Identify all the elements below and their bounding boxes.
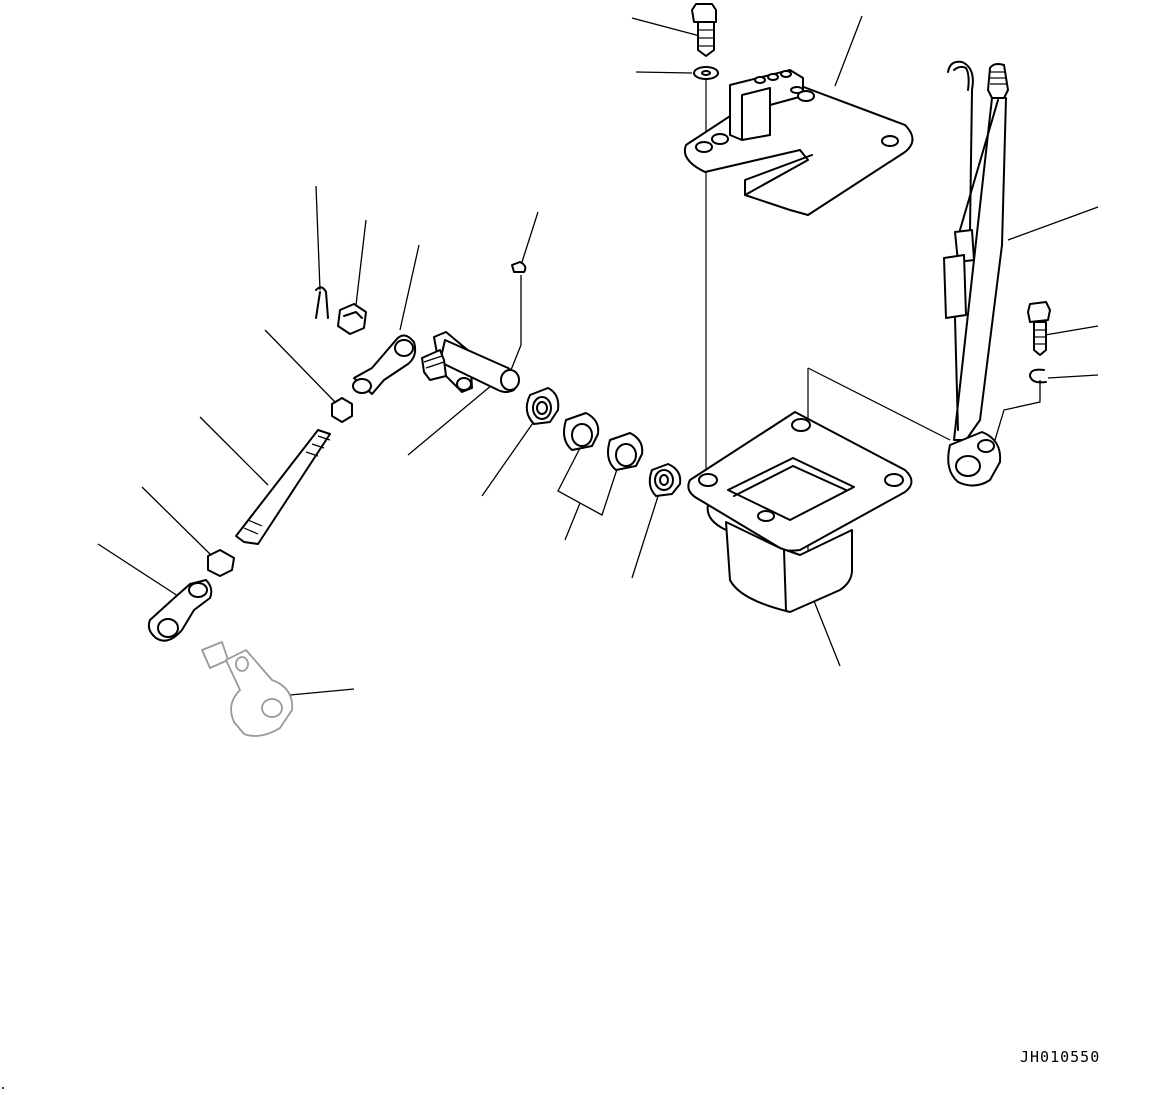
- corner-dot: [2, 1087, 4, 1089]
- lower-lever-ghost: [201, 641, 294, 737]
- split-pin: [315, 286, 329, 319]
- lower-rod-end: [147, 579, 213, 642]
- cover-plate: [683, 69, 914, 216]
- lever-assembly: [943, 60, 1009, 487]
- leader-lines: [97, 15, 1099, 696]
- right-bolt: [1027, 301, 1051, 356]
- threaded-rod: [235, 429, 331, 545]
- shaft-bracket: [421, 331, 520, 393]
- lower-jam-nut: [207, 549, 235, 577]
- small-pin: [511, 261, 527, 273]
- upper-rod-end: [352, 334, 417, 395]
- castle-nut: [337, 303, 367, 335]
- drawing-code: JH010550: [1020, 1048, 1101, 1066]
- collar: [525, 387, 560, 425]
- upper-jam-nut: [331, 397, 353, 423]
- top-washer: [693, 66, 719, 80]
- snap-ring: [1029, 368, 1047, 384]
- bushing-pair: [563, 412, 644, 471]
- washer-collar: [648, 463, 682, 497]
- top-bolt: [691, 3, 717, 57]
- lever-housing: [687, 411, 913, 613]
